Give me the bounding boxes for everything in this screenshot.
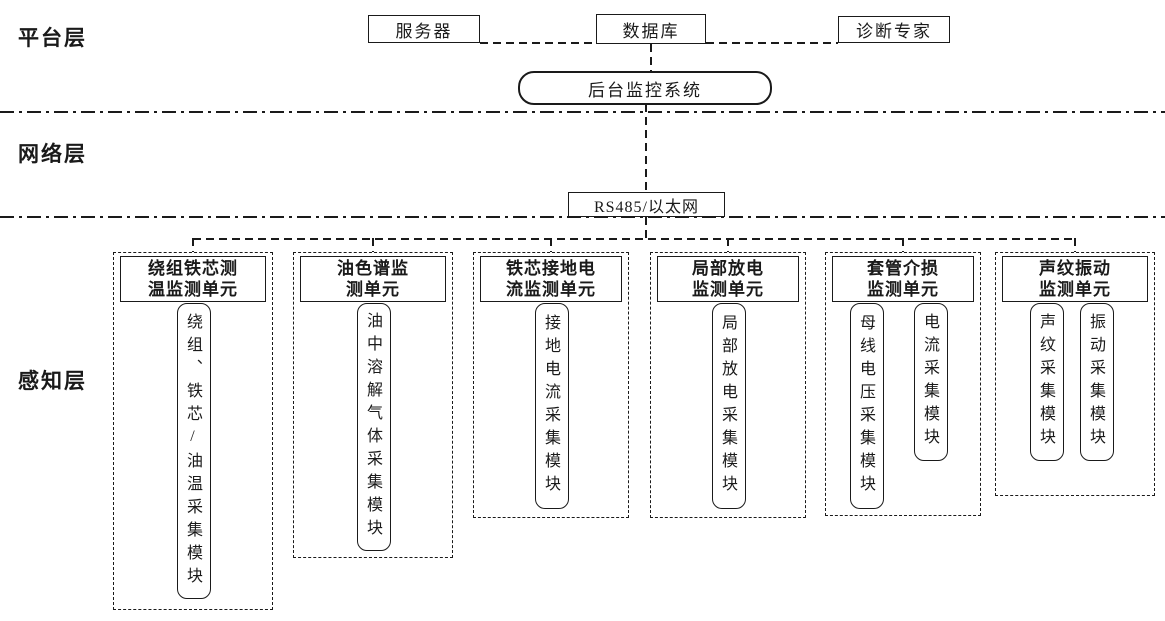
module-partial-discharge: 局部放电采集模块: [712, 303, 746, 509]
unit-title: 绕组铁芯测 温监测单元: [120, 256, 266, 302]
unit-title: 套管介损 监测单元: [832, 256, 974, 302]
unit-title-line: 套管介损: [867, 259, 939, 278]
unit-title: 油色谱监 测单元: [300, 256, 446, 302]
unit-title-line: 监测单元: [692, 280, 764, 299]
connector-server-database: [480, 42, 596, 44]
rs485-ethernet-node: RS485/以太网: [568, 192, 725, 217]
layer-separator-platform-network: [0, 111, 1165, 113]
drop-line-unit-2: [372, 238, 374, 253]
module-vibration: 振动采集模块: [1080, 303, 1114, 461]
database-node: 数据库: [596, 14, 706, 44]
unit-oil-chromatography: 油色谱监 测单元 油中溶解气体采集模块: [293, 252, 453, 558]
perception-layer-label: 感知层: [18, 369, 87, 393]
network-layer-label: 网络层: [18, 142, 87, 166]
unit-title-line: 声纹振动: [1039, 259, 1111, 278]
drop-line-unit-5: [902, 238, 904, 253]
unit-acoustic-vibration: 声纹振动 监测单元 声纹采集模块 振动采集模块: [995, 252, 1155, 496]
unit-title-line: 油色谱监: [337, 259, 409, 278]
module-bus-voltage: 母线电压采集模块: [850, 303, 884, 509]
unit-title: 铁芯接地电 流监测单元: [480, 256, 622, 302]
unit-title: 局部放电 监测单元: [657, 256, 799, 302]
unit-title-line: 流监测单元: [506, 280, 596, 299]
layer-separator-network-perception: [0, 216, 1165, 218]
connector-database-expert: [706, 42, 838, 44]
module-winding-core-oil-temp: 绕组、铁芯/油温采集模块: [177, 303, 211, 599]
platform-layer-label: 平台层: [18, 26, 87, 50]
unit-title-line: 温监测单元: [148, 280, 238, 299]
drop-line-unit-1: [192, 238, 194, 253]
backend-monitor-node: 后台监控系统: [518, 71, 772, 105]
diagnosis-expert-node: 诊断专家: [838, 16, 950, 43]
connector-link-bus: [645, 217, 647, 239]
unit-title-line: 绕组铁芯测: [148, 259, 238, 278]
connector-monitor-link: [645, 104, 647, 193]
unit-title-line: 监测单元: [1039, 280, 1111, 299]
drop-line-unit-3: [550, 238, 552, 253]
unit-title: 声纹振动 监测单元: [1002, 256, 1148, 302]
drop-line-unit-6: [1074, 238, 1076, 253]
unit-winding-core-temp: 绕组铁芯测 温监测单元 绕组、铁芯/油温采集模块: [113, 252, 273, 610]
module-current: 电流采集模块: [914, 303, 948, 461]
unit-partial-discharge: 局部放电 监测单元 局部放电采集模块: [650, 252, 806, 518]
unit-bushing-dielectric-loss: 套管介损 监测单元 母线电压采集模块 电流采集模块: [825, 252, 981, 516]
unit-title-line: 铁芯接地电: [506, 259, 596, 278]
drop-line-unit-4: [727, 238, 729, 253]
unit-core-ground-current: 铁芯接地电 流监测单元 接地电流采集模块: [473, 252, 629, 518]
module-ground-current: 接地电流采集模块: [535, 303, 569, 509]
unit-title-line: 监测单元: [867, 280, 939, 299]
module-voiceprint: 声纹采集模块: [1030, 303, 1064, 461]
unit-title-line: 测单元: [346, 280, 400, 299]
unit-title-line: 局部放电: [692, 259, 764, 278]
server-node: 服务器: [368, 15, 480, 43]
distribution-bus-line: [193, 238, 1075, 240]
connector-database-monitor: [650, 44, 652, 72]
module-dissolved-gas: 油中溶解气体采集模块: [357, 303, 391, 551]
